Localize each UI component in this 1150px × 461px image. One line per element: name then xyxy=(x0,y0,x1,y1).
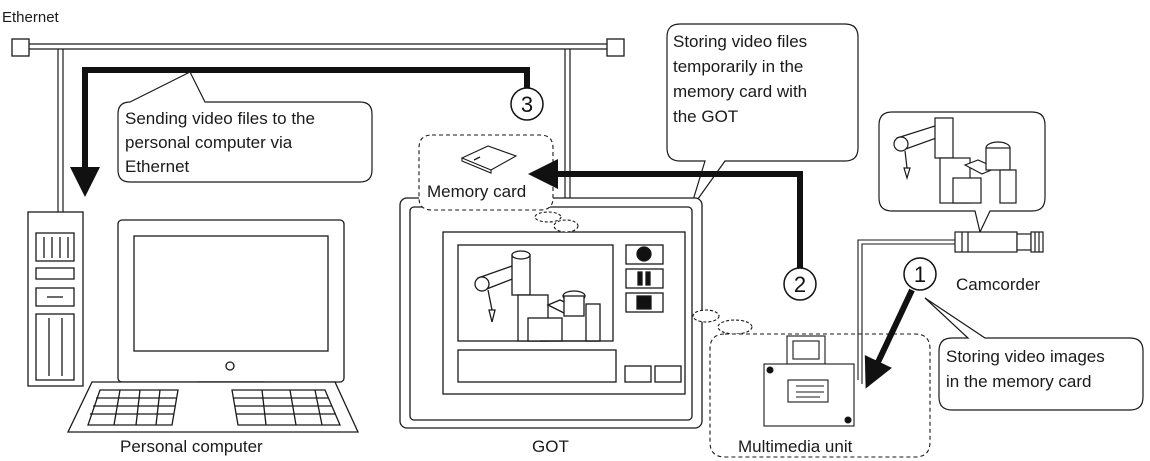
ethernet-terminator-right xyxy=(606,38,625,57)
multimedia-unit-label: Multimedia unit xyxy=(738,437,853,456)
arrow-step-3 xyxy=(70,67,530,197)
personal-computer xyxy=(27,211,360,433)
camera-view-robot-icon xyxy=(893,117,1017,204)
robot-arm-icon xyxy=(474,250,601,342)
memory-card-label: Memory card xyxy=(427,182,526,201)
callout-images-line-2: in the memory card xyxy=(946,372,1092,391)
step-1-badge xyxy=(903,257,937,291)
pause-icon-bar-2 xyxy=(645,271,651,286)
callout-images-line-1: Storing video images xyxy=(946,347,1105,366)
camcorder xyxy=(878,111,1046,253)
step-1-number: 1 xyxy=(914,262,926,287)
pause-icon-bar-1 xyxy=(637,271,643,286)
memory-card-callout xyxy=(418,134,579,233)
got-pause-button[interactable] xyxy=(625,268,664,289)
camcorder-icon xyxy=(954,231,1044,253)
record-icon xyxy=(636,246,652,262)
camera-cable xyxy=(857,239,955,384)
callout-temp-line-1: Storing video files xyxy=(673,32,807,51)
ethernet-bus xyxy=(11,38,625,212)
arrow-step-2 xyxy=(528,159,803,268)
got-text-area xyxy=(457,349,617,383)
callout-send-line-2: personal computer via xyxy=(125,133,293,152)
callout-send-to-pc: Sending video files to the personal comp… xyxy=(117,71,373,183)
ethernet-terminator-left xyxy=(11,38,30,57)
callout-send-line-3: Ethernet xyxy=(125,157,190,176)
memory-card-icon xyxy=(460,145,518,171)
pc-label: Personal computer xyxy=(120,437,263,456)
got-soft-key-1[interactable] xyxy=(624,365,652,383)
callout-store-images: Storing video images in the memory card xyxy=(924,297,1144,411)
stop-icon xyxy=(636,295,652,310)
step-2-badge xyxy=(783,267,817,301)
got-label: GOT xyxy=(532,437,569,456)
callout-temp-line-3: memory card with xyxy=(673,82,807,101)
callout-temp-line-4: the GOT xyxy=(673,107,738,126)
ethernet-label: Ethernet xyxy=(2,9,60,26)
camcorder-label: Camcorder xyxy=(956,275,1040,294)
arrow-step-1 xyxy=(864,288,915,389)
pc-keyboard xyxy=(66,381,360,433)
got-soft-key-2[interactable] xyxy=(654,365,682,383)
multimedia-unit-icon xyxy=(763,335,855,427)
step-2-number: 2 xyxy=(794,272,806,297)
callout-send-line-1: Sending video files to the xyxy=(125,109,315,128)
step-3-badge xyxy=(510,87,544,121)
got-panel xyxy=(399,197,703,429)
callout-store-temp: Storing video files temporarily in the m… xyxy=(666,23,859,211)
step-3-number: 3 xyxy=(521,92,533,117)
callout-temp-line-2: temporarily in the xyxy=(673,57,803,76)
